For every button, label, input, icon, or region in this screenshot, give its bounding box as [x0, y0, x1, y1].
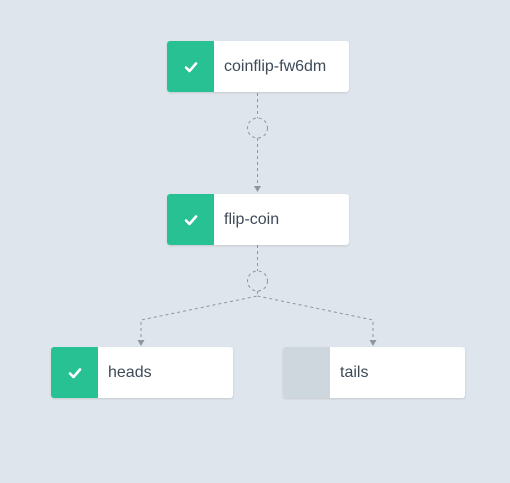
node-label: coinflip-fw6dm [224, 57, 327, 75]
edge-flip-coin-to-tails [257, 295, 374, 340]
node-label: flip-coin [224, 210, 280, 228]
workflow-node-flip-coin[interactable]: flip-coin [167, 194, 349, 245]
workflow-node-coinflip-fw6dm[interactable]: coinflip-fw6dm [167, 41, 349, 92]
status-succeeded [51, 347, 98, 398]
status-succeeded [167, 41, 214, 92]
check-icon [68, 367, 81, 378]
node-label: tails [340, 363, 369, 381]
edge-junction-circle [247, 270, 268, 292]
check-icon [184, 61, 197, 72]
workflow-node-tails[interactable]: tails [283, 347, 465, 398]
node-label: heads [108, 363, 152, 381]
arrow-head-icon [137, 340, 145, 346]
status-succeeded [167, 194, 214, 245]
arrow-head-icon [369, 340, 377, 346]
arrow-head-icon [254, 186, 261, 192]
check-icon [184, 214, 197, 225]
edge-flip-coin-to-heads [140, 245, 258, 340]
edge-junction-circle [247, 117, 268, 139]
status-pending [283, 347, 330, 398]
workflow-node-heads[interactable]: heads [51, 347, 233, 398]
